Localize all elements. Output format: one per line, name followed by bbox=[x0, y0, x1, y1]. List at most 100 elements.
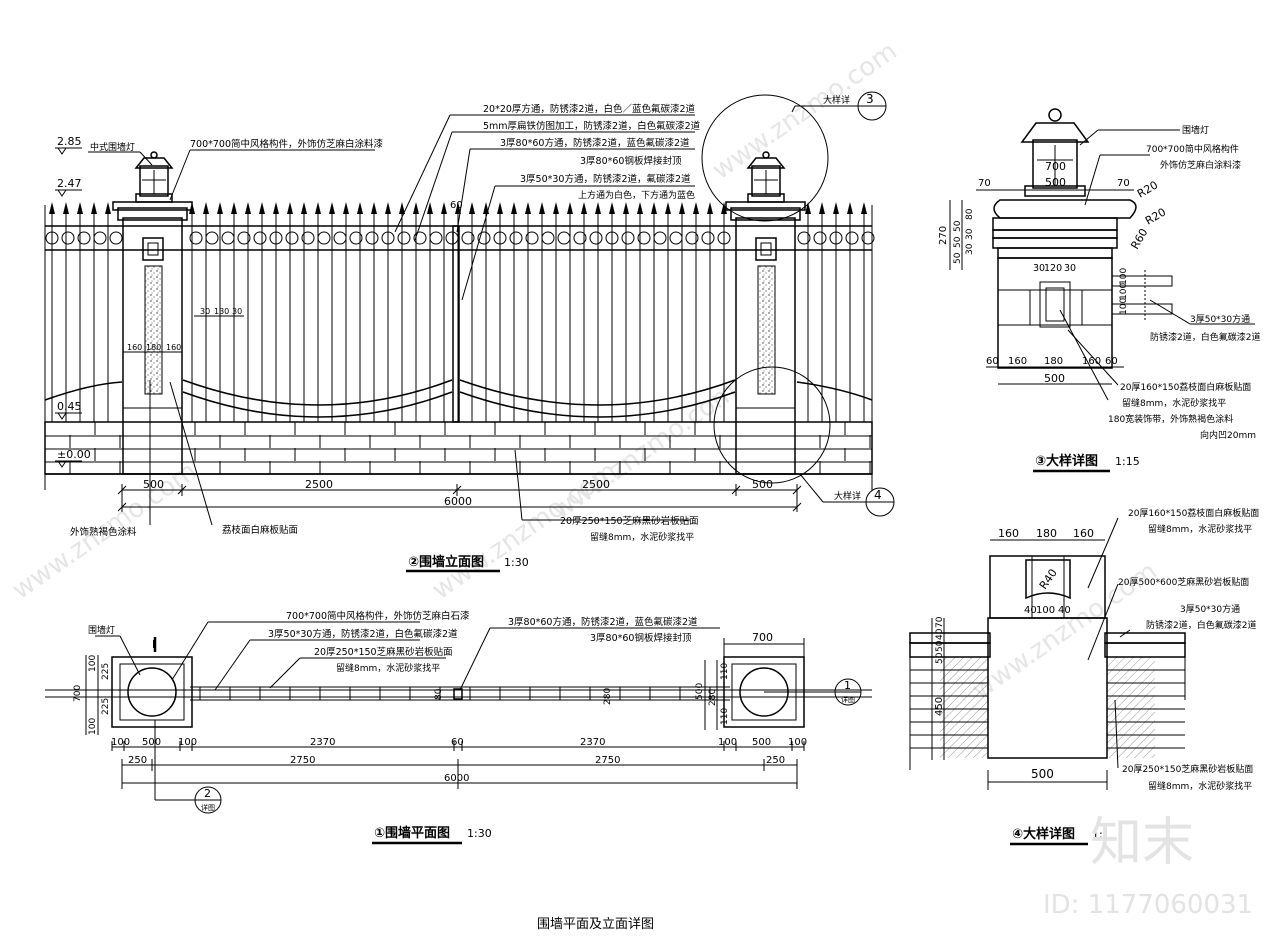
svg-text:100: 100 bbox=[718, 737, 737, 748]
picket-tip bbox=[511, 202, 517, 214]
svg-text:225: 225 bbox=[101, 663, 111, 680]
svg-text:160: 160 bbox=[1073, 527, 1094, 540]
picket-tip bbox=[385, 202, 391, 214]
svg-text:130: 130 bbox=[214, 307, 229, 316]
picket-tip bbox=[553, 202, 559, 214]
svg-text:500: 500 bbox=[695, 683, 705, 700]
svg-text:20厚250*150芝麻黑砂岩板贴面: 20厚250*150芝麻黑砂岩板贴面 bbox=[1122, 763, 1253, 775]
svg-text:120: 120 bbox=[1044, 263, 1062, 274]
svg-text:3: 3 bbox=[866, 92, 874, 106]
picket-tip bbox=[567, 202, 573, 214]
picket-tip bbox=[77, 202, 83, 214]
svg-text:留缝8mm，水泥砂浆找平: 留缝8mm，水泥砂浆找平 bbox=[336, 662, 440, 674]
fence-ring bbox=[413, 231, 427, 245]
svg-text:30: 30 bbox=[200, 307, 210, 316]
svg-text:大样详: 大样详 bbox=[834, 490, 861, 502]
svg-text:70: 70 bbox=[978, 178, 991, 189]
svg-text:20厚500*600芝麻黑砂岩板贴面: 20厚500*600芝麻黑砂岩板贴面 bbox=[1118, 576, 1249, 588]
svg-text:700*700简中风格构件，外饰仿芝麻白石漆: 700*700简中风格构件，外饰仿芝麻白石漆 bbox=[286, 610, 470, 622]
svg-text:3厚50*30方通，防锈漆2道，白色氟碳漆2道: 3厚50*30方通，防锈漆2道，白色氟碳漆2道 bbox=[268, 628, 458, 640]
fence-ring bbox=[541, 231, 555, 245]
detail-ref-3: 大样详 3 bbox=[791, 91, 887, 121]
fence-ring bbox=[525, 231, 539, 245]
svg-text:50: 50 bbox=[953, 220, 963, 232]
svg-text:30: 30 bbox=[232, 307, 242, 316]
svg-text:500: 500 bbox=[142, 737, 161, 748]
svg-text:40: 40 bbox=[935, 628, 945, 640]
svg-text:±0.00: ±0.00 bbox=[57, 448, 91, 461]
svg-text:100: 100 bbox=[1036, 605, 1055, 616]
watermark-layer: www.znzmo.com www.znzmo.com www.znzmo.co… bbox=[7, 36, 1163, 706]
fence-ring bbox=[621, 231, 635, 245]
svg-text:180宽装饰带，外饰熟褐色涂料: 180宽装饰带，外饰熟褐色涂料 bbox=[1108, 413, 1233, 425]
svg-text:60: 60 bbox=[451, 737, 464, 748]
callout-50x30: 3厚50*30方通，防锈漆2道，氟碳漆2道 bbox=[520, 173, 691, 185]
picket-tip bbox=[623, 202, 629, 214]
plan-drawing: 100 225 700 225 100 110 500 280 110 280 … bbox=[45, 610, 872, 845]
svg-text:180: 180 bbox=[1036, 527, 1057, 540]
svg-text:1:1: 1:1 bbox=[1092, 828, 1110, 841]
picket-tip bbox=[273, 202, 279, 214]
svg-text:1:30: 1:30 bbox=[504, 556, 529, 569]
svg-text:100: 100 bbox=[111, 737, 130, 748]
picket-tip bbox=[49, 202, 55, 214]
svg-text:30: 30 bbox=[1064, 263, 1076, 274]
picket-tip bbox=[91, 202, 97, 214]
callout-80x60: 3厚80*60方通，防锈漆2道，蓝色氟碳漆2道 bbox=[500, 137, 690, 149]
svg-text:160: 160 bbox=[1008, 356, 1027, 367]
fence-ring bbox=[221, 231, 235, 245]
svg-text:100: 100 bbox=[788, 737, 807, 748]
svg-text:450: 450 bbox=[934, 697, 945, 716]
picket-tip bbox=[721, 202, 727, 214]
fence-ring bbox=[797, 231, 811, 245]
callout-plate: 3厚80*60钢板焊接封顶 bbox=[580, 155, 682, 167]
label-brown-paint: 外饰熟褐色涂料 bbox=[70, 526, 137, 538]
picket-tip bbox=[245, 202, 251, 214]
svg-text:留缝8mm，水泥砂浆找平: 留缝8mm，水泥砂浆找平 bbox=[1148, 523, 1252, 535]
svg-text:1: 1 bbox=[844, 679, 851, 692]
picket-tip bbox=[455, 202, 461, 214]
callout-flat-iron: 5mm厚扁铁仿图加工，防锈漆2道，白色氟碳漆2道 bbox=[483, 120, 701, 132]
svg-text:0.45: 0.45 bbox=[57, 400, 82, 413]
picket-tip bbox=[217, 202, 223, 214]
svg-text:160: 160 bbox=[998, 527, 1019, 540]
fence-ring bbox=[61, 231, 75, 245]
detail-ref-4: 大样详 4 bbox=[799, 473, 895, 517]
picket-tip bbox=[441, 202, 447, 214]
svg-text:280: 280 bbox=[708, 689, 718, 706]
fence-ring bbox=[509, 231, 523, 245]
svg-text:160: 160 bbox=[127, 343, 142, 352]
svg-text:500: 500 bbox=[1045, 176, 1066, 189]
fence-ring bbox=[573, 231, 587, 245]
fence-ring bbox=[557, 231, 571, 245]
detail4-title: ④大样详图 bbox=[1012, 826, 1075, 842]
svg-text:2: 2 bbox=[204, 787, 211, 800]
svg-text:3厚80*60钢板焊接封顶: 3厚80*60钢板焊接封顶 bbox=[590, 632, 692, 644]
fence-ring bbox=[237, 231, 251, 245]
fence-ring bbox=[93, 231, 107, 245]
lamp-detail bbox=[1020, 108, 1090, 197]
picket-tip bbox=[609, 202, 615, 214]
svg-text:700: 700 bbox=[1045, 160, 1066, 173]
picket-tip bbox=[105, 202, 111, 214]
svg-text:30: 30 bbox=[1033, 263, 1045, 274]
fence-ring-band bbox=[45, 231, 875, 245]
picket-tip bbox=[497, 202, 503, 214]
picket-tip bbox=[679, 202, 685, 214]
fence-ring bbox=[253, 231, 267, 245]
fence-ring bbox=[461, 231, 475, 245]
elevation-drawing: 2.85 2.47 0.45 ±0.00 中式围墙灯 700*700简 bbox=[44, 91, 895, 573]
svg-text:R60: R60 bbox=[1128, 226, 1150, 251]
label-granite: 荔枝面白麻板贴面 bbox=[222, 524, 298, 536]
svg-text:2.85: 2.85 bbox=[57, 135, 82, 148]
svg-text:I: I bbox=[152, 638, 156, 651]
svg-text:100: 100 bbox=[178, 737, 197, 748]
fence-ring bbox=[845, 231, 859, 245]
svg-text:500: 500 bbox=[752, 737, 771, 748]
svg-text:40: 40 bbox=[1058, 605, 1071, 616]
plan-lamp-label: 围墙灯 bbox=[88, 624, 115, 636]
svg-text:2370: 2370 bbox=[580, 737, 605, 748]
fence-ring bbox=[365, 231, 379, 245]
svg-text:6000: 6000 bbox=[444, 495, 472, 508]
svg-text:700*700简中风格构件: 700*700简中风格构件 bbox=[1146, 143, 1239, 155]
